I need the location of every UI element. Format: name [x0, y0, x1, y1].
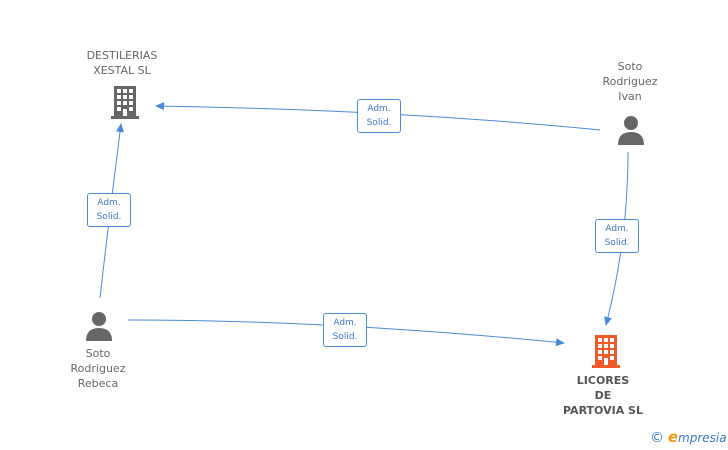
node-label-line: Rebeca [77, 377, 119, 390]
brand-name: mpresia [678, 431, 727, 445]
edge-label-rebeca-licores[interactable]: Adm. Solid. [323, 313, 367, 347]
brand-e: e [667, 428, 679, 446]
node-label-soto-ivan: Soto Rodriguez Ivan [565, 59, 695, 104]
node-label-destilerias: DESTILERIAS XESTAL SL [57, 48, 187, 78]
node-label-line: XESTAL SL [93, 64, 151, 77]
edge-label-line: Adm. [97, 198, 121, 208]
node-label-line: DE [594, 389, 612, 402]
edge-label-line: Solid. [332, 332, 358, 342]
node-label-line: DESTILERIAS [86, 49, 158, 62]
edge-label-ivan-licores[interactable]: Adm. Solid. [595, 219, 639, 253]
node-label-line: Ivan [618, 90, 642, 103]
node-label-line: Rodriguez [602, 75, 658, 88]
person-icon[interactable] [616, 114, 646, 146]
node-label-line: Soto [85, 347, 111, 360]
node-label-line: LICORES [576, 374, 630, 387]
edge-label-rebeca-destilerias[interactable]: Adm. Solid. [87, 193, 131, 227]
edge-label-line: Adm. [333, 318, 357, 328]
edge-label-line: Solid. [366, 118, 392, 128]
node-label-soto-rebeca: Soto Rodriguez Rebeca [33, 346, 163, 391]
edge-label-line: Adm. [605, 224, 629, 234]
building-icon[interactable] [109, 84, 141, 120]
building-icon[interactable] [590, 333, 622, 369]
node-label-line: PARTOVIA SL [563, 404, 643, 417]
edge-label-line: Adm. [367, 104, 391, 114]
copyright-icon: © [650, 430, 664, 446]
node-label-licores: LICORES DE PARTOVIA SL [538, 373, 668, 418]
empresia-logo: © empresia [650, 428, 727, 446]
node-label-line: Rodriguez [70, 362, 126, 375]
edge-label-ivan-destilerias[interactable]: Adm. Solid. [357, 99, 401, 133]
person-icon[interactable] [84, 310, 114, 342]
edge-label-line: Solid. [604, 238, 630, 248]
node-label-line: Soto [617, 60, 643, 73]
edge-label-line: Solid. [96, 212, 122, 222]
